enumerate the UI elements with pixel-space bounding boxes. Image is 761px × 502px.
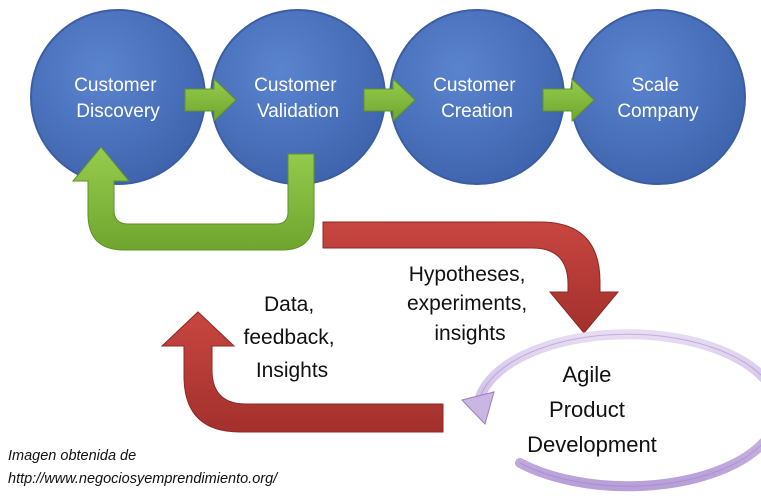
arrow-discovery-to-validation: [184, 77, 237, 123]
agile-ring-outline: [477, 333, 761, 487]
step-circles: [30, 9, 746, 185]
agile-label-line1: Agile: [562, 362, 611, 387]
arrow-validation-to-creation: [363, 77, 416, 123]
arrow-creation-to-scale: [542, 77, 595, 123]
image-credit-url: http://www.negociosyemprendimiento.org/: [8, 471, 278, 487]
customer-discovery-circle: [30, 9, 206, 185]
agile-label-line3: Development: [527, 432, 657, 457]
customer-creation-label: Customer Creation: [433, 75, 521, 122]
loop-back-arrow: [71, 146, 315, 251]
forward-arrows: [184, 77, 595, 123]
scale-company-label: Scale Company: [617, 75, 699, 122]
agile-label-line2: Product: [549, 397, 625, 422]
hypotheses-arrow: [322, 221, 620, 334]
image-credit-text: Imagen obtenida de: [8, 448, 137, 464]
customer-creation-circle: [389, 9, 565, 185]
hypotheses-label: Hypotheses, experiments, insights: [407, 263, 533, 345]
data-feedback-label: Data, feedback, Insights: [244, 293, 341, 382]
customer-validation-label: Customer Validation: [254, 75, 342, 122]
svg-text:Agile Product Deve: Agile Product Development: [527, 362, 657, 457]
customer-discovery-label: Customer Discovery: [74, 75, 162, 122]
agile-ring-arrowhead: [461, 391, 495, 425]
scale-company-circle: [570, 9, 746, 185]
feedback-arrow: [160, 311, 444, 433]
agile-cycle: Agile Product Development: [461, 329, 761, 492]
